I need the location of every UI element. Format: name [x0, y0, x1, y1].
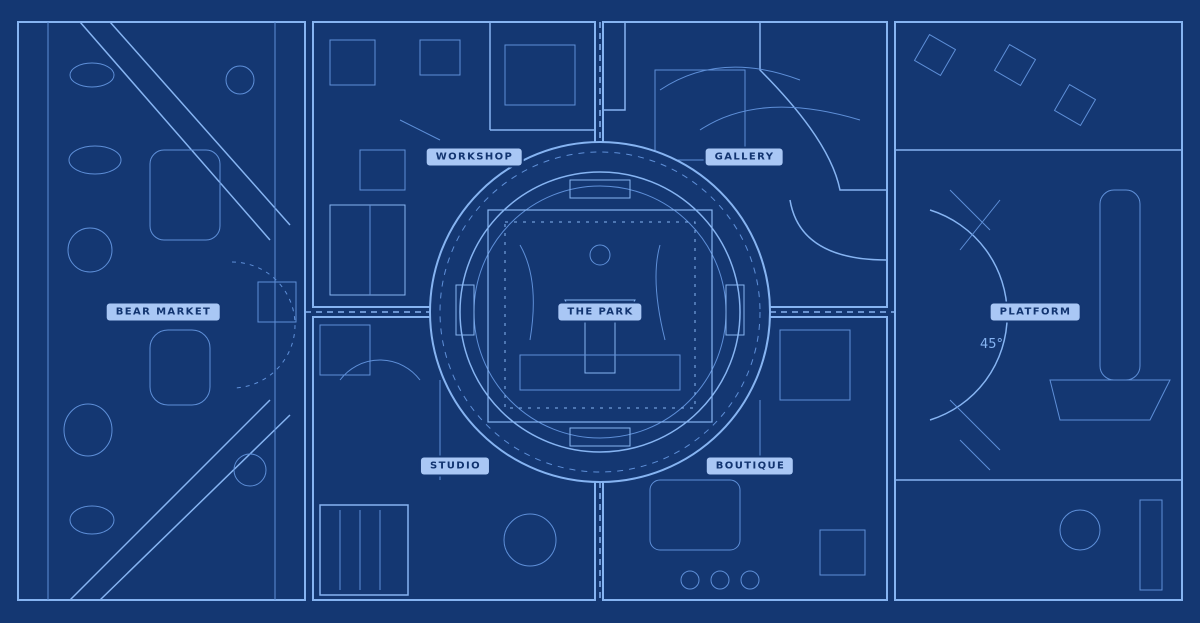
bear-market-drawing: [47, 21, 297, 601]
district-label-the-park[interactable]: THE PARK: [558, 303, 642, 321]
district-label-studio[interactable]: STUDIO: [420, 457, 490, 475]
district-label-boutique[interactable]: BOUTIQUE: [706, 457, 794, 475]
gallery-drawing: [603, 22, 888, 261]
roads: [305, 22, 895, 600]
district-label-gallery[interactable]: GALLERY: [705, 148, 783, 166]
platform-drawing: [895, 33, 1182, 591]
platform-frame: [894, 21, 1183, 601]
district-label-workshop[interactable]: WORKSHOP: [426, 148, 522, 166]
bear-market-frame: [17, 21, 306, 601]
district-label-bear-market[interactable]: BEAR MARKET: [106, 303, 220, 321]
district-label-platform[interactable]: PLATFORM: [990, 303, 1080, 321]
degree-mark: 45°: [980, 337, 1003, 352]
workshop-drawing: [329, 22, 595, 296]
